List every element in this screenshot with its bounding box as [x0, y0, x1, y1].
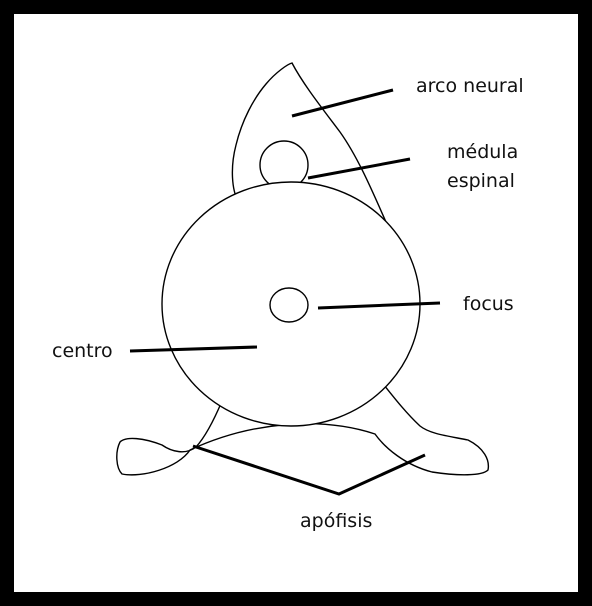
label-arco-neural: arco neural	[416, 75, 524, 97]
focus-circle	[270, 288, 308, 322]
apofisis-leader-line	[193, 446, 425, 494]
label-centro: centro	[52, 340, 113, 362]
label-apofisis: apófisis	[300, 510, 372, 532]
medula-leader-line	[308, 159, 410, 178]
label-medula-line1: médula	[447, 141, 518, 163]
label-focus: focus	[463, 293, 514, 315]
arco-neural-leader-line	[292, 90, 393, 116]
label-medula-line2: espinal	[447, 170, 515, 192]
